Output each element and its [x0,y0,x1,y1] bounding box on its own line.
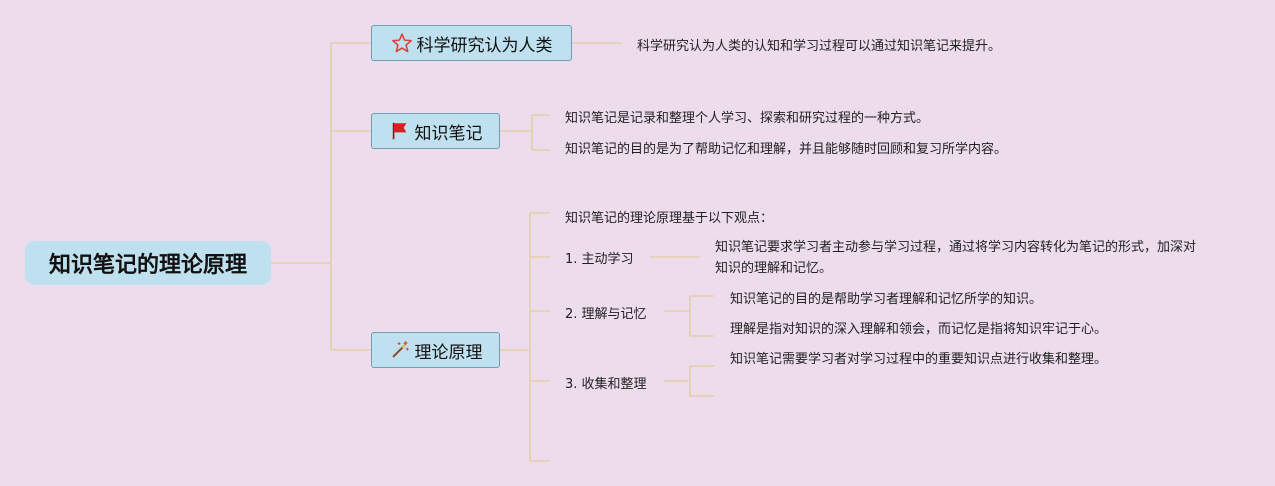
point-node-collect-organize[interactable]: 3. 收集和整理 [565,372,647,392]
point-label: 2. 理解与记忆 [565,306,647,322]
topic-label: 知识笔记 [414,123,483,144]
star-icon [391,32,413,54]
point-label: 3. 收集和整理 [565,376,647,392]
note-text: 知识笔记要求学习者主动参与学习过程，通过将学习内容转化为笔记的形式，加深对知识的… [715,240,1197,276]
topic-label: 理论原理 [414,342,483,363]
topic-2-note-1: 知识笔记是记录和整理个人学习、探索和研究过程的一种方式。 [565,106,929,126]
topic-1-note: 科学研究认为人类的认知和学习过程可以通过知识笔记来提升。 [637,34,1001,54]
note-text: 知识笔记的目的是帮助学习者理解和记忆所学的知识。 [730,291,1043,307]
point-node-active-learning[interactable]: 1. 主动学习 [565,247,634,267]
note-text: 知识笔记需要学习者对学习过程中的重要知识点进行收集和整理。 [730,351,1108,367]
point-2-note-2: 理解是指对知识的深入理解和领会，而记忆是指将知识牢记于心。 [730,317,1107,337]
point-3-note: 知识笔记需要学习者对学习过程中的重要知识点进行收集和整理。 [730,347,1107,367]
note-text: 理解是指对知识的深入理解和领会，而记忆是指将知识牢记于心。 [730,321,1108,337]
point-node-understanding-memory[interactable]: 2. 理解与记忆 [565,302,647,322]
topic-node-scientific-research[interactable]: 科学研究认为人类 [371,25,572,61]
topic-3-intro: 知识笔记的理论原理基于以下观点： [565,206,773,226]
topic-node-knowledge-notes[interactable]: 知识笔记 [371,113,500,149]
root-label: 知识笔记的理论原理 [48,253,247,278]
point-label: 1. 主动学习 [565,251,634,267]
point-1-note: 知识笔记要求学习者主动参与学习过程，通过将学习内容转化为笔记的形式，加深对知识的… [715,237,1207,279]
note-text: 知识笔记的目的是为了帮助记忆和理解，并且能够随时回顾和复习所学内容。 [565,141,1008,157]
point-2-note-1: 知识笔记的目的是帮助学习者理解和记忆所学的知识。 [730,287,1042,307]
note-text: 知识笔记是记录和整理个人学习、探索和研究过程的一种方式。 [565,110,930,126]
note-text: 知识笔记的理论原理基于以下观点： [565,210,774,226]
red-flag-icon [389,120,411,142]
root-node[interactable]: 知识笔记的理论原理 [25,241,271,285]
note-text: 科学研究认为人类的认知和学习过程可以通过知识笔记来提升。 [637,38,1002,54]
topic-2-note-2: 知识笔记的目的是为了帮助记忆和理解，并且能够随时回顾和复习所学内容。 [565,137,1007,157]
topic-label: 科学研究认为人类 [416,35,553,56]
magic-wand-icon [389,339,411,361]
topic-node-theory-principles[interactable]: 理论原理 [371,332,500,368]
